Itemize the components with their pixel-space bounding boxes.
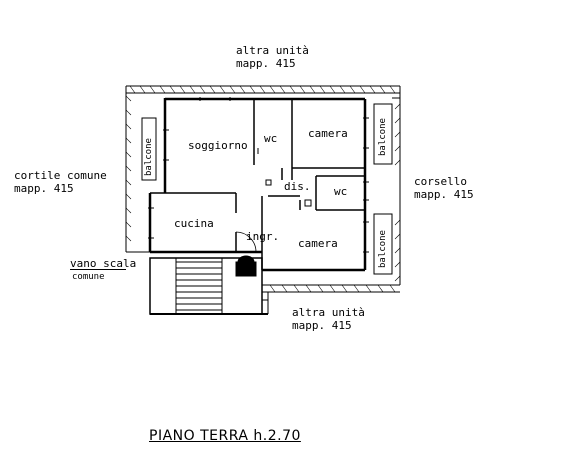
room-cucina: cucina [174, 217, 214, 230]
stairwell [149, 257, 268, 315]
balcony-right-bottom-label: balcone [378, 230, 388, 268]
room-soggiorno: soggiorno [188, 139, 248, 152]
room-dis: dis. [284, 180, 311, 193]
stair-leader-line [70, 269, 126, 270]
room-ingresso: ingr. [246, 230, 280, 243]
room-camera-top: camera [308, 127, 348, 140]
stair-label: vano scala [70, 257, 137, 270]
windows [148, 97, 369, 253]
right-corsello-hatch [392, 86, 401, 286]
left-neighbor-line2: mapp. 415 [14, 182, 74, 195]
bottom-neighbor-line2: mapp. 415 [292, 319, 352, 332]
bottom-neighbor-line1: altra unità [292, 306, 365, 319]
distribution-marks [257, 148, 312, 207]
room-wc-mid: wc [334, 185, 348, 198]
floor-title: PIANO TERRA h.2.70 [149, 428, 301, 444]
balcony-right-bottom [373, 213, 393, 275]
entrance-door [235, 231, 257, 277]
bottom-neighbor-hatch [262, 284, 400, 314]
balcony-right-top-label: balcone [378, 118, 388, 156]
room-wc-top: wc [264, 132, 278, 145]
left-neighbor-line1: cortile comune [14, 169, 107, 182]
right-neighbor-line2: mapp. 415 [414, 188, 474, 201]
interior-walls [150, 99, 365, 270]
stair-sublabel: comune [72, 272, 105, 282]
right-neighbor-line1: corsello [414, 175, 467, 188]
balcony-left [141, 117, 157, 181]
balcony-left-label: balcone [144, 138, 154, 176]
top-neighbor-line2: mapp. 415 [236, 57, 296, 70]
exterior-walls [148, 97, 367, 272]
left-courtyard-hatch [125, 86, 150, 253]
room-camera-bottom: camera [298, 237, 338, 250]
top-neighbor-hatch [126, 85, 400, 94]
balcony-right-top [373, 103, 393, 165]
top-neighbor-line1: altra unità [236, 44, 309, 57]
